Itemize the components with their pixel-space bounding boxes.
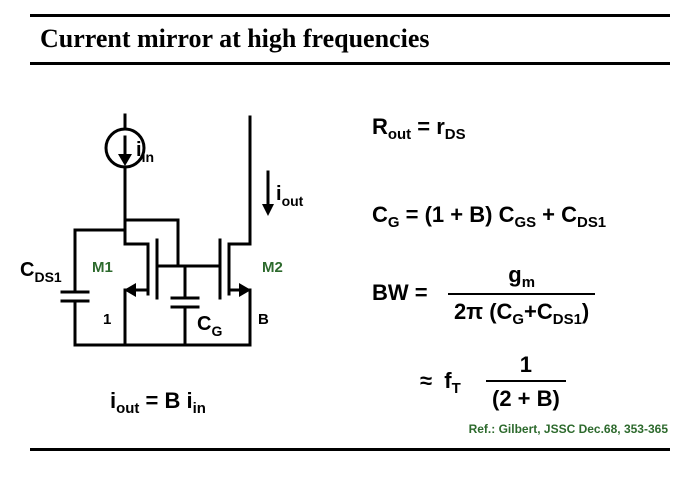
gain-equation: iout = B iin — [110, 388, 206, 418]
bw-fraction: gm 2π (CG+CDS1) — [448, 262, 596, 329]
reference-citation: Ref.: Gilbert, JSSC Dec.68, 353-365 — [468, 422, 668, 436]
i-in-label: iin — [136, 139, 154, 165]
bw-denominator: 2π (CG+CDS1) — [454, 299, 590, 329]
m1-label: M1 — [92, 259, 113, 276]
m2-label: M2 — [262, 259, 283, 276]
approx-denominator: (2 + B) — [492, 386, 560, 411]
slide-title: Current mirror at high frequencies — [40, 24, 430, 53]
bw-numerator: gm — [448, 262, 596, 296]
ratio-b-label: B — [258, 311, 269, 328]
top-rule — [30, 14, 670, 17]
c-g-label: CG — [197, 313, 222, 339]
cg-equation: CG = (1 + B) CGS + CDS1 — [372, 202, 607, 232]
approx-numerator: 1 — [486, 352, 566, 382]
bw-lhs: BW = — [372, 280, 428, 305]
i-out-label: iout — [276, 183, 304, 209]
approx-lhs: ≈ fT — [420, 368, 461, 398]
bottom-rule — [30, 448, 670, 451]
title-underline — [30, 62, 670, 65]
approx-fraction: 1 (2 + B) — [486, 352, 566, 412]
rout-equation: Rout = rDS — [372, 114, 466, 144]
c-ds1-label: CDS1 — [20, 259, 62, 285]
ratio-one-label: 1 — [103, 311, 111, 328]
